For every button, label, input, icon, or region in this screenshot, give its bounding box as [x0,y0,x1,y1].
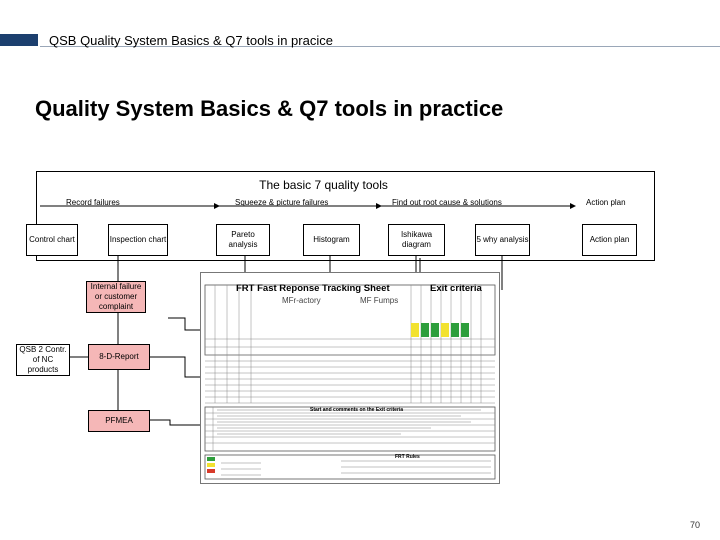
tool-pareto-analysis: Pareto analysis [216,224,270,256]
page-number: 70 [690,520,701,530]
tool-histogram: Histogram [303,224,360,256]
slide-title: Quality System Basics & Q7 tools in prac… [35,96,504,121]
quality-tools-panel [36,171,655,261]
tools-panel-title: The basic 7 quality tools [259,178,388,192]
category-arrows [40,203,576,209]
tool-5-why-analysis: 5 why analysis [475,224,530,256]
category-record-failures: Record failures [66,198,120,207]
tool-action-plan: Action plan [582,224,637,256]
header-text: QSB Quality System Basics & Q7 tools in … [49,33,333,48]
header-rule [40,46,720,47]
qsb-control-nc-box: QSB 2 Contr. of NC products [16,344,70,376]
8d-report-box: 8-D-Report [88,344,150,370]
mfr-factory-label: MFr-actory [282,296,321,305]
internal-failure-box: Internal failure or customer complaint [86,281,146,313]
mf-fumps-label: MF Fumps [360,296,399,305]
frt-rules-label: FRT Rules [395,454,420,460]
header-accent-bar [0,34,38,46]
tracking-sheet-title: FRT Fast Reponse Tracking Sheet [236,283,390,294]
category-squeeze-failures: Squeeze & picture failures [235,198,329,207]
pfmea-box: PFMEA [88,410,150,432]
category-root-cause: Find out root cause & solutions [392,198,502,207]
tracking-sheet-grid [204,284,496,480]
tool-ishikawa-diagram: Ishikawa diagram [388,224,445,256]
exit-criteria-label: Exit criteria [430,283,482,294]
tool-inspection-chart: Inspection chart [108,224,168,256]
category-action-plan: Action plan [586,198,626,207]
exit-comments-header: Start and comments on the Exit criteria [310,407,404,413]
tool-control-chart: Control chart [26,224,78,256]
frt-tracking-sheet [200,272,500,484]
